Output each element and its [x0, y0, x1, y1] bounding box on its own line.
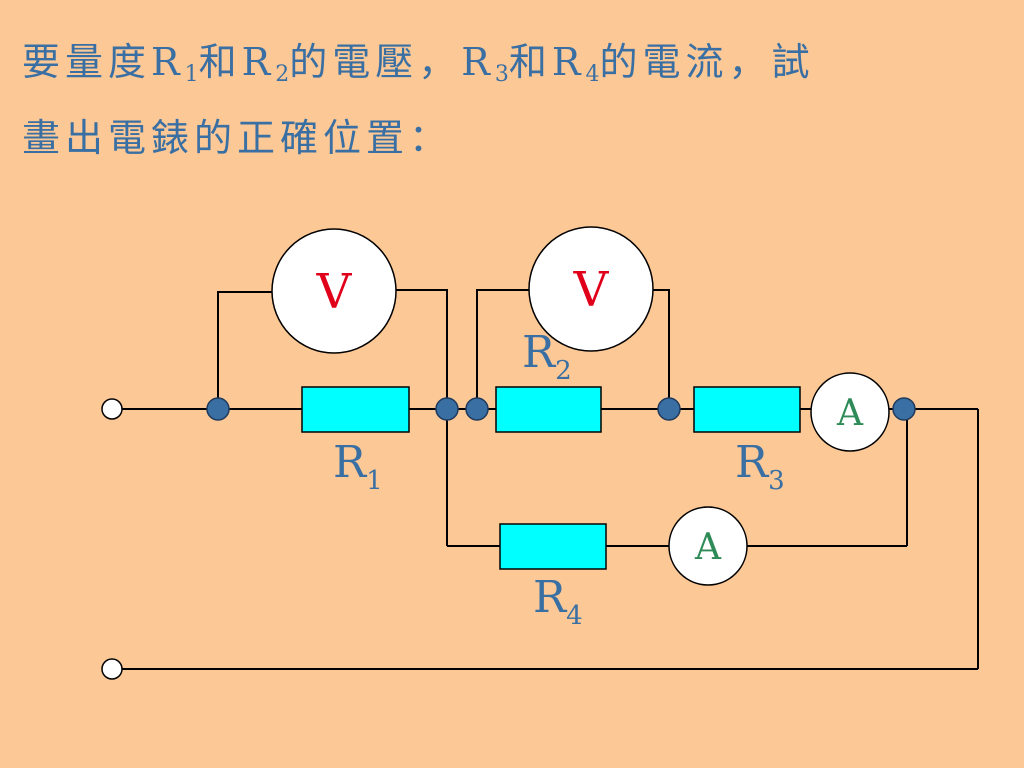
ammeter-1-symbol: A — [836, 393, 864, 434]
voltmeter-2: V — [528, 226, 654, 352]
junction-node — [465, 397, 489, 421]
voltmeter-1-lead-left — [217, 291, 273, 409]
question-line-1: 要量度R1和R2的電壓，R3和R4的電流，試 — [22, 40, 815, 97]
resistors — [301, 386, 801, 570]
question-line-2: 畫出電錶的正確位置： — [22, 116, 453, 160]
voltmeter-2-symbol: V — [573, 262, 610, 318]
label-r1: R1 — [333, 437, 383, 496]
voltmeter-1-symbol: V — [316, 264, 353, 320]
question-part-4: 和R4 — [508, 40, 600, 87]
question-part-3: 的電壓，R3 — [289, 40, 509, 87]
resistor-r4 — [499, 523, 607, 570]
ammeter-1-body — [810, 372, 890, 452]
ammeter-2-body — [668, 506, 748, 586]
ammeter-1: A — [810, 372, 890, 452]
voltmeter-2-body — [528, 226, 654, 352]
junction-node — [435, 397, 459, 421]
question-part-1: 要量度R1 — [22, 40, 199, 87]
voltmeter-2-lead-right — [652, 289, 670, 409]
ammeter-2: A — [668, 506, 748, 586]
voltmeter-1-lead-right — [396, 289, 448, 409]
label-r3: R3 — [735, 437, 785, 496]
resistor-r2 — [495, 386, 602, 433]
junction-node — [892, 397, 916, 421]
voltmeter-1: V — [271, 228, 397, 354]
junction-node — [657, 397, 681, 421]
question-part-5: 的電流，試 — [599, 40, 815, 84]
voltmeter-1-body — [271, 228, 397, 354]
resistor-r1 — [301, 386, 410, 433]
terminal-top — [101, 398, 123, 420]
label-r4: R4 — [533, 572, 583, 631]
resistor-r3 — [693, 386, 801, 433]
terminal-bottom — [101, 658, 123, 680]
question-part-2: 和R2 — [198, 40, 290, 87]
voltmeter-2-lead-left — [476, 289, 530, 409]
junction-nodes — [206, 397, 916, 421]
ammeter-2-symbol: A — [694, 527, 722, 568]
junction-node — [206, 397, 230, 421]
